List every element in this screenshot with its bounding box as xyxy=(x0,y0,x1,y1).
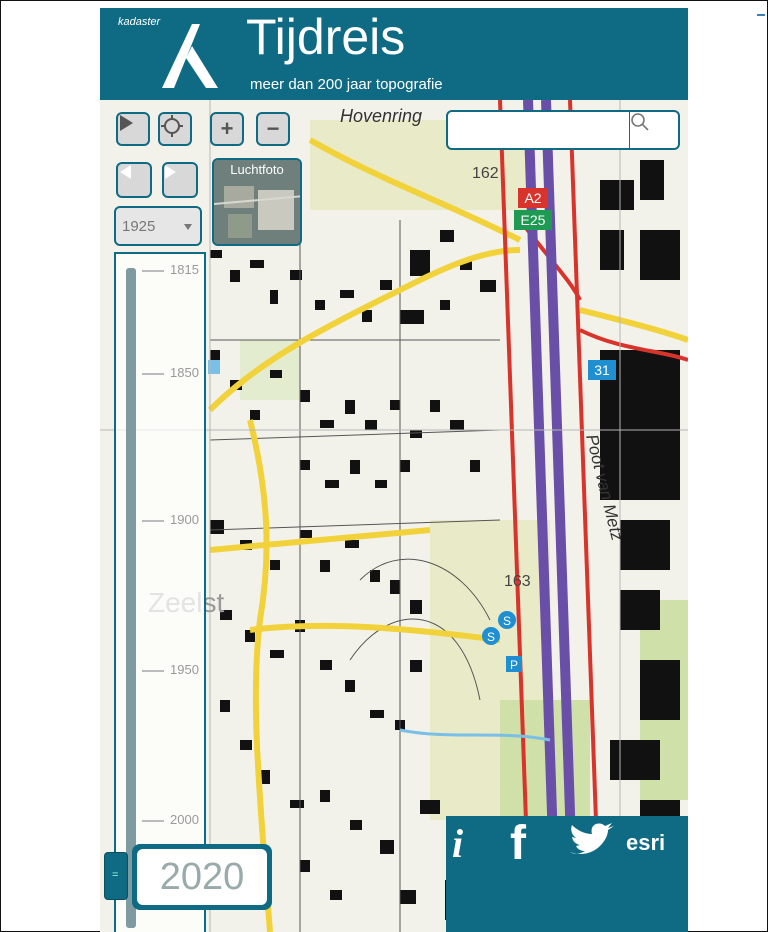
timeline-slider[interactable]: 1815 1850 1900 1950 2000 xyxy=(114,252,206,932)
app-title: Tijdreis xyxy=(246,9,406,65)
zoom-in-button[interactable]: + xyxy=(210,112,244,146)
street-hovenring-label: Hovenring xyxy=(340,106,422,126)
highway-e-label: E25 xyxy=(521,212,546,228)
highway-a-label: A2 xyxy=(524,190,541,206)
current-year-value: 2020 xyxy=(137,849,267,905)
station-icon-2: S xyxy=(503,614,511,628)
info-icon[interactable]: i xyxy=(452,821,464,866)
topographic-map[interactable]: A2 E25 31 32 S S P Hovenring 162 163 Zee… xyxy=(100,100,688,932)
tijdreis-app: kadaster Tijdreis meer dan 200 jaar topo… xyxy=(100,8,688,932)
station-icon: S xyxy=(487,630,495,644)
search-icon xyxy=(631,113,649,131)
play-icon xyxy=(120,115,133,131)
luchtfoto-label: Luchtfoto xyxy=(230,162,284,177)
chevron-down-icon xyxy=(184,224,192,230)
timeline-tick xyxy=(142,520,164,522)
corner-mark xyxy=(757,14,765,16)
search-input[interactable] xyxy=(454,118,628,144)
timeline-label-1950: 1950 xyxy=(170,662,199,677)
next-year-button[interactable] xyxy=(162,162,198,198)
parking-icon: P xyxy=(510,658,518,672)
timeline-label-1850: 1850 xyxy=(170,365,199,380)
timeline-label-1900: 1900 xyxy=(170,512,199,527)
kadaster-logo-icon xyxy=(162,24,218,88)
app-header: kadaster Tijdreis meer dan 200 jaar topo… xyxy=(100,8,688,100)
social-bar: i f esri xyxy=(446,816,688,932)
road-162-label: 162 xyxy=(472,165,499,182)
timeline-track xyxy=(126,268,136,928)
twitter-bird-icon[interactable] xyxy=(568,822,616,862)
play-button[interactable] xyxy=(116,112,150,146)
timeline-handle-grip: = xyxy=(112,869,119,881)
timeline-tick xyxy=(142,820,164,822)
step-back-icon xyxy=(120,165,131,179)
timeline-tick xyxy=(142,373,164,375)
year-select-value: 1925 xyxy=(122,218,156,235)
step-forward-icon xyxy=(165,165,176,179)
esri-logo[interactable]: esri xyxy=(626,830,666,855)
kadaster-brand: kadaster xyxy=(118,16,161,28)
year-select[interactable]: 1925 xyxy=(114,206,202,246)
previous-year-button[interactable] xyxy=(116,162,152,198)
search-box xyxy=(446,110,680,150)
search-button[interactable] xyxy=(629,112,678,148)
timeline-label-2000: 2000 xyxy=(170,812,199,827)
exit-31-label: 31 xyxy=(594,362,610,378)
timeline-handle[interactable]: = xyxy=(104,852,128,900)
aerial-thumbnail xyxy=(214,160,300,244)
app-subtitle: meer dan 200 jaar topografie xyxy=(250,76,443,93)
road-163-label: 163 xyxy=(504,573,531,590)
locate-button[interactable] xyxy=(158,112,192,146)
timeline-tick xyxy=(142,670,164,672)
current-year-display: 2020 xyxy=(132,844,272,910)
facebook-icon[interactable]: f xyxy=(510,817,526,870)
zoom-out-button[interactable]: − xyxy=(256,112,290,146)
timeline-label-1815: 1815 xyxy=(170,262,199,277)
timeline-tick xyxy=(142,270,164,272)
crosshair-icon xyxy=(161,115,183,137)
luchtfoto-toggle[interactable]: Luchtfoto xyxy=(212,158,302,246)
